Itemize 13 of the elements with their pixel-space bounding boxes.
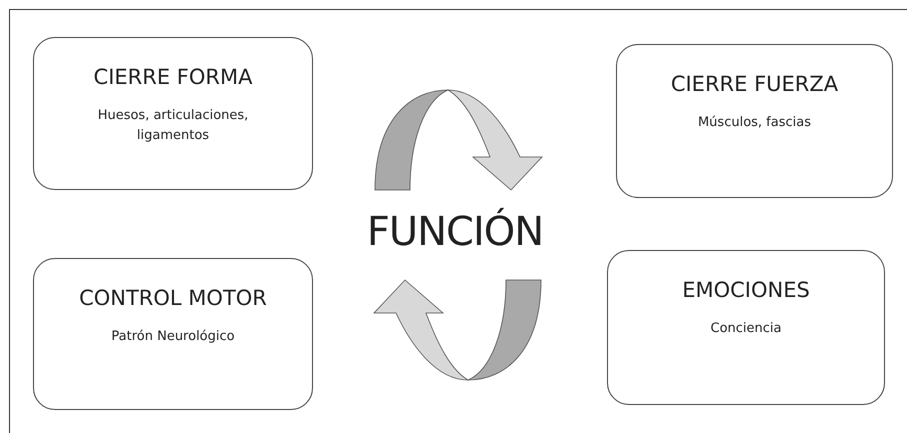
rounded-box: [33, 37, 313, 190]
rounded-box: [616, 44, 893, 198]
box-heading: EMOCIONES: [682, 277, 810, 303]
box-heading: CONTROL MOTOR: [79, 285, 267, 311]
box-description: Patrón Neurológico: [111, 328, 235, 346]
rounded-box: [33, 258, 313, 410]
box-description: Conciencia: [710, 320, 782, 338]
box-heading: CIERRE FORMA: [94, 64, 252, 90]
box-heading: CIERRE FUERZA: [670, 71, 838, 97]
rounded-box: [607, 250, 885, 405]
box-description: Huesos, articulaciones, ligamentos: [96, 107, 250, 145]
center-title: FUNCIÓN: [366, 208, 544, 256]
box-description: Músculos, fascias: [698, 114, 812, 132]
